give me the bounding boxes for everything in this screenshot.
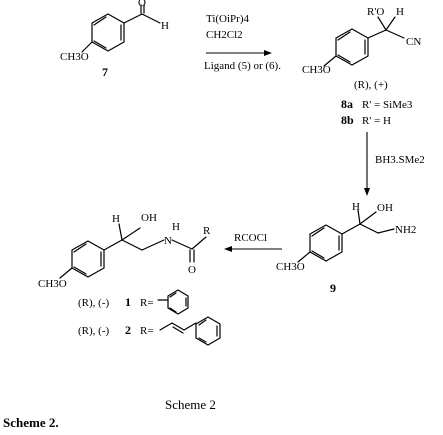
- amide-product: H OH H N R O CH3O (R), (-) 1 R= (R), (-)…: [38, 212, 221, 346]
- step1-reagent-2: CH2Cl2: [206, 29, 243, 41]
- compound-9: H OH NH2 CH3O 9: [276, 201, 416, 295]
- compound-8-stereo: (R), (+): [354, 79, 388, 91]
- step1-ligand: Ligand (5) or (6).: [204, 60, 281, 72]
- scheme-caption: Scheme 2: [165, 397, 216, 412]
- amide-carbonyl-oxygen: O: [188, 264, 196, 276]
- compound-9-number: 9: [330, 281, 336, 295]
- methoxy-label-amide: CH3O: [38, 278, 67, 290]
- methoxy-label-9: CH3O: [276, 261, 305, 273]
- amino-alcohol-hydrogen: H: [352, 201, 360, 213]
- amide-hydrogen: H: [112, 213, 120, 225]
- amide-nh-hydrogen: H: [172, 221, 180, 233]
- scheme-heading: Scheme 2.: [3, 415, 59, 430]
- compound-8: R'O H CN CH3O (R), (+) 8a R' = SiMe3 8b …: [302, 6, 421, 127]
- methoxy-label-7: CH3O: [60, 51, 89, 63]
- reaction-step-2: BH3.SMe2: [364, 132, 425, 196]
- compound-8a-number: 8a: [341, 97, 353, 111]
- reaction-step-1: Ti(OiPr)4 CH2Cl2 Ligand (5) or (6).: [204, 13, 281, 72]
- product-2-r-equals: R=: [140, 325, 154, 337]
- step2-arrowhead: [364, 188, 370, 196]
- product-2-stereo: (R), (-): [78, 325, 109, 337]
- product-2-number: 2: [125, 323, 131, 337]
- aldehyde-hydrogen: H: [161, 20, 169, 32]
- step2-reagent: BH3.SMe2: [375, 154, 425, 166]
- aldehyde-oxygen: O: [138, 0, 146, 9]
- step1-reagent-1: Ti(OiPr)4: [206, 13, 249, 25]
- product-1-r-equals: R=: [140, 297, 154, 309]
- reaction-step-3: RCOCl: [224, 232, 282, 252]
- methoxy-label-8: CH3O: [302, 64, 331, 76]
- amine-group: NH2: [395, 224, 416, 236]
- compound-8b-number: 8b: [341, 113, 354, 127]
- phenyl-substituent: [167, 289, 189, 315]
- compound-7-number: 7: [102, 65, 108, 79]
- product-1-number: 1: [125, 295, 131, 309]
- compound-8b-definition: R' = H: [362, 115, 391, 127]
- nitrile-group: CN: [406, 36, 421, 48]
- amide-r-group: R: [203, 225, 211, 237]
- step1-arrowhead: [264, 50, 272, 56]
- silyloxy-group: R'O: [367, 6, 384, 18]
- product-1-definition: (R), (-) 1 R=: [78, 289, 189, 315]
- product-2-definition: (R), (-) 2 R=: [78, 316, 221, 346]
- step3-reagent: RCOCl: [234, 232, 267, 244]
- amide-nitrogen: N: [164, 235, 172, 247]
- step3-arrowhead: [224, 246, 232, 252]
- cyanohydrin-hydrogen: H: [396, 6, 404, 18]
- styryl-substituent: [159, 316, 221, 346]
- hydroxyl-group-amide: OH: [141, 212, 157, 224]
- hydroxyl-group-9: OH: [377, 202, 393, 214]
- product-1-stereo: (R), (-): [78, 297, 109, 309]
- compound-8a-definition: R' = SiMe3: [362, 99, 413, 111]
- compound-7: O H CH3O 7: [60, 0, 169, 79]
